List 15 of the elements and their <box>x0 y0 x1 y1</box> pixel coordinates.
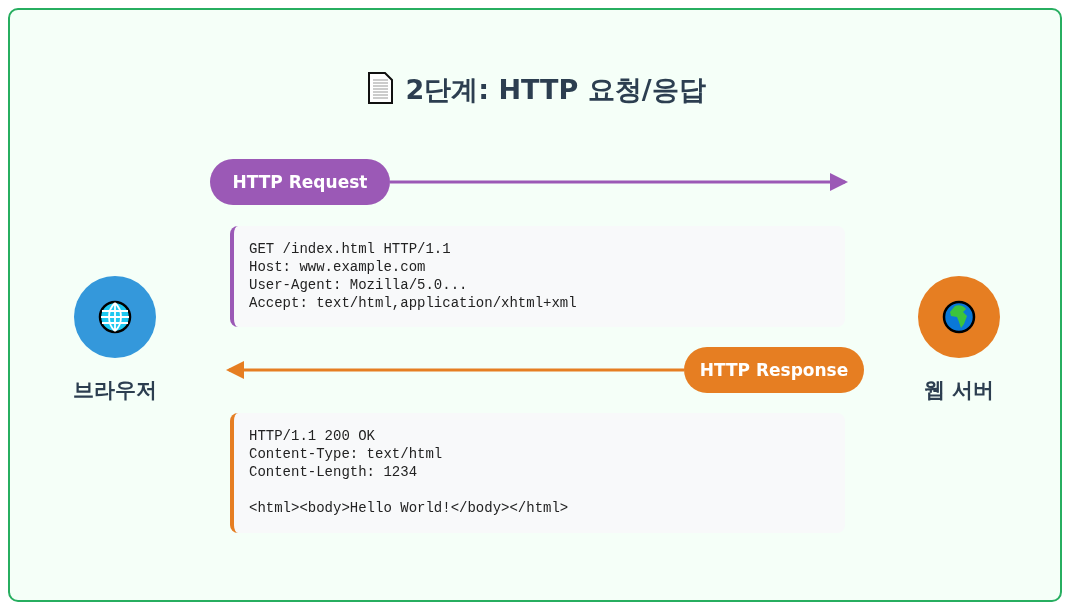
diagram-title: 2단계: HTTP 요청/응답 <box>405 74 706 105</box>
message-pill: HTTP Request <box>210 159 390 205</box>
endpoint-label: 브라우저 <box>72 377 158 404</box>
arrow <box>226 361 684 379</box>
endpoint-label: 웹 서버 <box>922 377 996 404</box>
code-line: Content-Type: text/html <box>249 445 444 463</box>
code-line: GET /index.html HTTP/1.1 <box>249 240 452 258</box>
code-line: Accept: text/html,application/xhtml+xml <box>249 294 578 312</box>
code-line: <html><body>Hello World!</body></html> <box>249 499 570 517</box>
code-line: Host: www.example.com <box>249 258 427 276</box>
code-line: User-Agent: Mozilla/5.0... <box>249 276 469 294</box>
message-pill: HTTP Response <box>684 347 864 393</box>
arrow <box>390 173 848 191</box>
code-line: HTTP/1.1 200 OK <box>249 427 377 445</box>
code-line: Content-Length: 1234 <box>249 463 419 481</box>
